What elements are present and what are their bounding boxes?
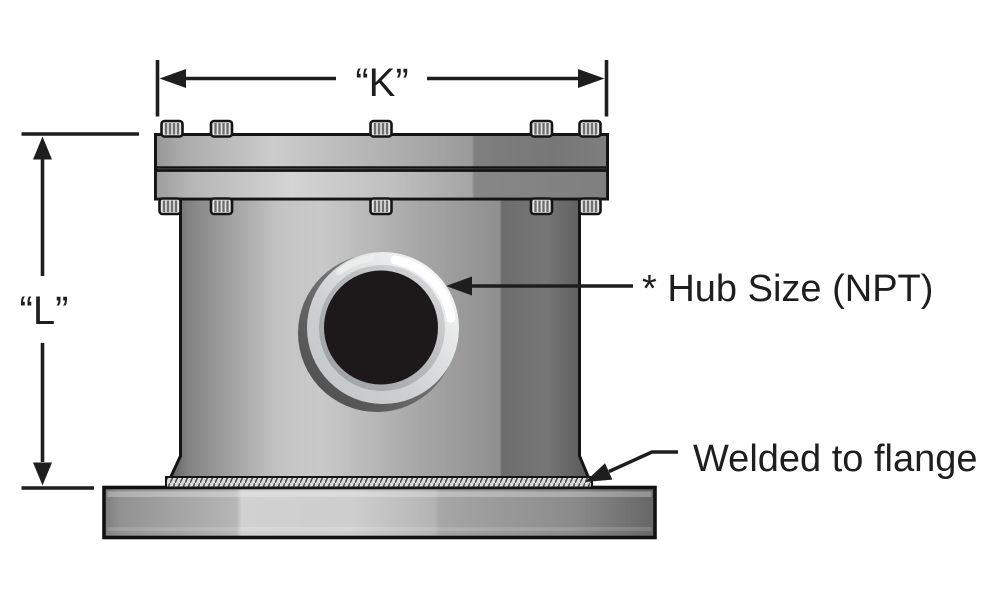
bolt [529, 119, 554, 138]
hub-bore [324, 270, 438, 385]
weld-callout-line [608, 450, 678, 474]
l-arrowhead-bottom [33, 462, 52, 486]
base-flange-bottom-highlight [107, 527, 652, 531]
base-flange [102, 485, 657, 540]
l-dimension [21, 132, 139, 490]
weld-callout-arrowhead [585, 463, 613, 482]
weld-callout-label: Welded to flange [693, 438, 978, 480]
k-arrowhead-right [578, 69, 605, 88]
l-dimension-label: “L” [20, 289, 69, 333]
bolt [369, 197, 393, 216]
k-dimension-label: “K” [355, 61, 408, 105]
bolt [529, 197, 554, 216]
bolt [578, 197, 602, 216]
k-arrowhead-left [159, 69, 186, 88]
l-arrowhead-top [33, 136, 52, 160]
top-flange [154, 133, 609, 201]
hub-ring-highlight [390, 255, 456, 323]
bolt [578, 119, 602, 138]
bolt [160, 119, 184, 138]
bolt [209, 119, 234, 138]
bolt [158, 197, 182, 216]
base-flange-top-highlight [107, 491, 652, 497]
bolt [369, 119, 393, 138]
hub-ring-highlight-small [336, 255, 375, 275]
bolt-row-top [160, 119, 602, 138]
weld-seam [165, 476, 593, 489]
bolt-row-bottom [158, 197, 602, 216]
weld-callout [585, 450, 678, 482]
hub-opening [298, 252, 459, 412]
bolt [209, 197, 234, 216]
hub-callout-arrowhead [446, 276, 472, 296]
top-flange-lower-plate [154, 169, 609, 201]
hub-callout-label: * Hub Size (NPT) [642, 268, 933, 310]
k-dimension [155, 60, 609, 117]
hub-callout [446, 276, 633, 296]
